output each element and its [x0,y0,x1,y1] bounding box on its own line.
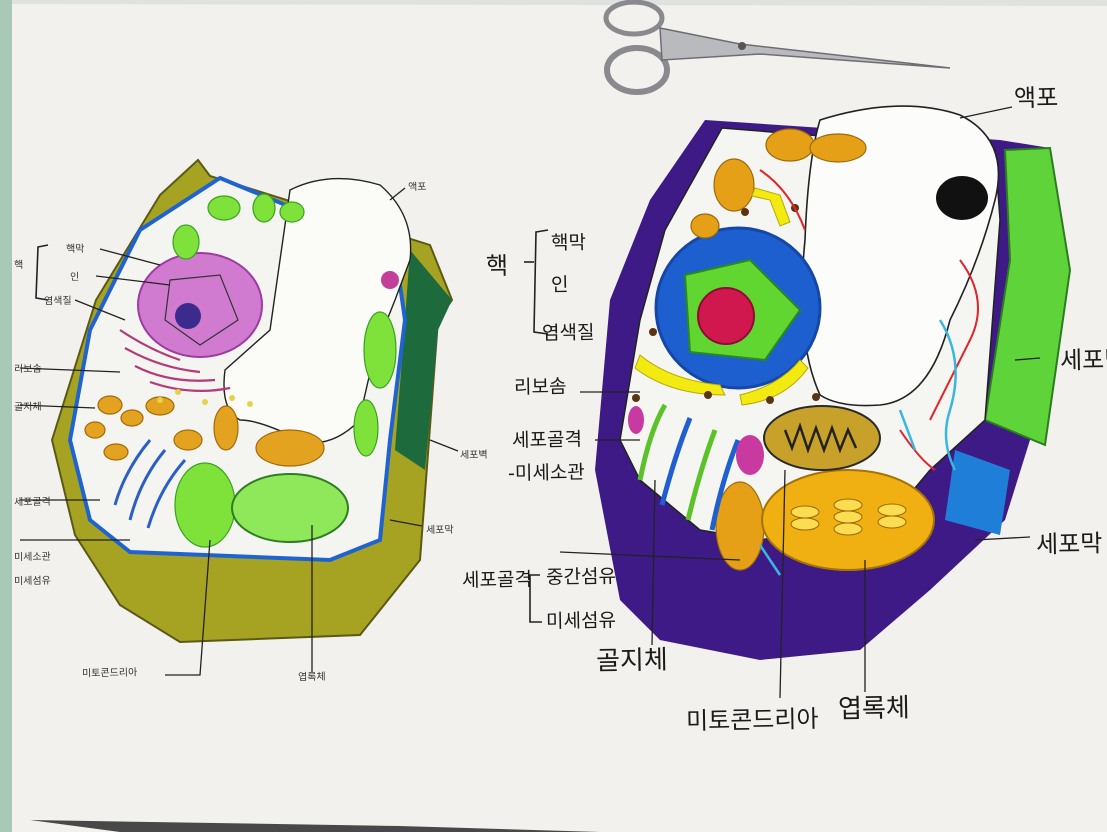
large-nucleolus [698,288,754,344]
small-chloroplast-large [232,474,348,542]
label-mitochondria: 미토콘드리아 [686,699,819,736]
large-pink-vesicle [736,435,764,475]
small-label-nuclear-membrane: 핵막 [66,240,85,255]
label-vacuole: 액포 [1014,78,1059,114]
small-label-microtubule: 미세소관 [14,548,51,564]
label-microtubule: -미세소관 [508,457,585,485]
label-ribosome: 리보솜 [514,372,567,400]
label-chloroplast: 엽록체 [838,687,910,725]
small-nucleus [138,253,262,357]
label-intermediate-filament: 중간섬유 [546,561,616,589]
label-nucleolus: 인 [551,270,569,297]
label-cell-membrane: 세포막 [1036,523,1103,559]
label-chromatin: 염색질 [542,318,595,346]
small-label-nucleolus: 인 [70,268,79,283]
small-label-cell-wall: 세포벽 [460,446,488,461]
small-nucleolus [175,303,201,329]
small-label-filament: 미세섬유 [14,572,51,588]
large-mitochondrion [764,406,880,470]
label-microfilament: 미세섬유 [546,605,616,633]
small-label-mitochondria: 미토콘드리아 [82,664,137,680]
small-label-chromatin: 염색질 [44,292,72,307]
label-nuclear-membrane: 핵막 [551,228,586,256]
left-edge [0,0,12,832]
label-cytoskeleton-microtubule: 세포골격 [512,424,582,452]
small-pink-body [381,271,399,289]
label-golgi: 골지체 [596,639,668,677]
small-label-vacuole: 액포 [408,178,427,193]
small-label-ribosome: 리보솜 [14,360,42,375]
small-label-cell-membrane: 세포막 [426,521,454,536]
small-label-chloroplast: 엽록체 [298,668,326,683]
small-label-nucleus-group: 핵 [14,256,23,271]
small-label-cytoskeleton: 세포골격 [14,493,51,509]
small-label-golgi: 골지체 [14,398,42,413]
label-nucleus-group: 핵 [486,246,509,281]
label-cytoskeleton-group: 세포골격 [462,564,532,592]
large-pink-vesicle-2 [628,406,644,434]
large-vacuole-dark-spot [936,176,988,220]
label-cell-wall: 세포벽 [1060,339,1107,375]
